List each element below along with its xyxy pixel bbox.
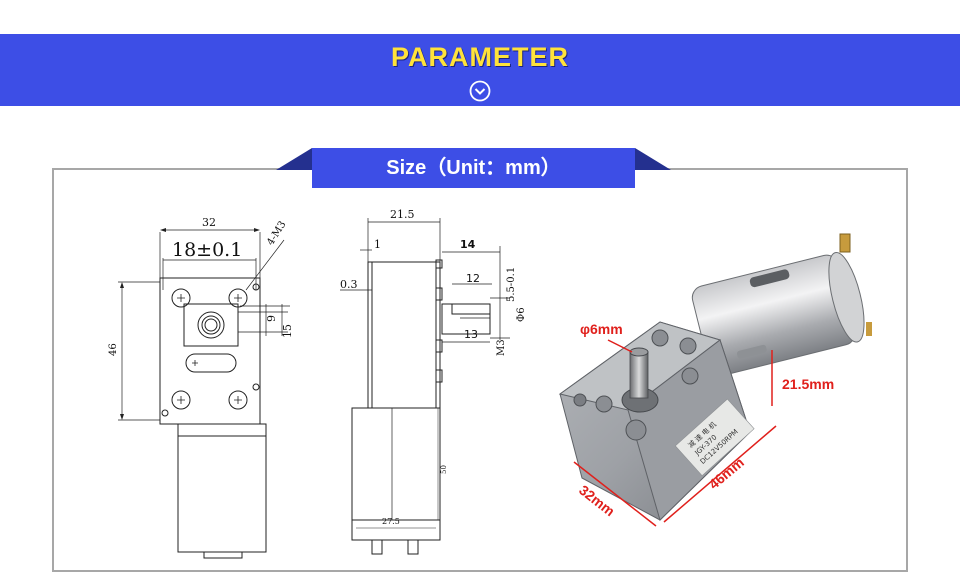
tab-wing-left bbox=[276, 148, 312, 170]
side-view bbox=[340, 218, 510, 555]
dim-15: 15 bbox=[281, 324, 294, 338]
motor-photo: 减 速 电 机 JGY-370 DC12V50RPM bbox=[558, 233, 872, 527]
chevron-down-icon bbox=[469, 80, 491, 102]
dim-thread-m3: M3 bbox=[496, 339, 507, 356]
size-panel bbox=[52, 168, 908, 572]
dim-flat-depth: 5.5-0.1 bbox=[506, 267, 517, 302]
dim-9: 9 bbox=[265, 315, 278, 322]
dim-width-32: 32 bbox=[202, 216, 216, 229]
page-title: PARAMETER bbox=[390, 42, 569, 72]
dim-motor-length-50: 50 bbox=[440, 465, 448, 474]
dim-shaft-length-13: 13 bbox=[464, 328, 478, 341]
photo-label-shaft-diameter: φ6mm bbox=[580, 321, 623, 337]
photo-label-depth: 21.5mm bbox=[782, 376, 834, 392]
dim-shaft-diameter: Φ6 bbox=[516, 307, 527, 322]
dim-screw-holes: 4-M3 bbox=[265, 219, 288, 247]
dim-0-3: 0.3 bbox=[340, 278, 358, 291]
dim-flat-length-12: 12 bbox=[466, 272, 480, 285]
dim-motor-diameter-27-5: 27.5 bbox=[382, 517, 400, 526]
dim-hole-spacing: 18±0.1 bbox=[172, 239, 242, 261]
size-unit-tab: Size（Unit：mm） bbox=[312, 148, 635, 188]
dim-total-width-21-5: 21.5 bbox=[390, 208, 415, 221]
header-banner: PARAMETER bbox=[0, 34, 960, 106]
dim-height-46: 46 bbox=[108, 343, 119, 356]
dim-1: 1 bbox=[374, 238, 381, 251]
tab-wing-right bbox=[635, 148, 671, 170]
front-view bbox=[118, 228, 290, 559]
dim-shaft-total-14: 14 bbox=[460, 238, 476, 251]
